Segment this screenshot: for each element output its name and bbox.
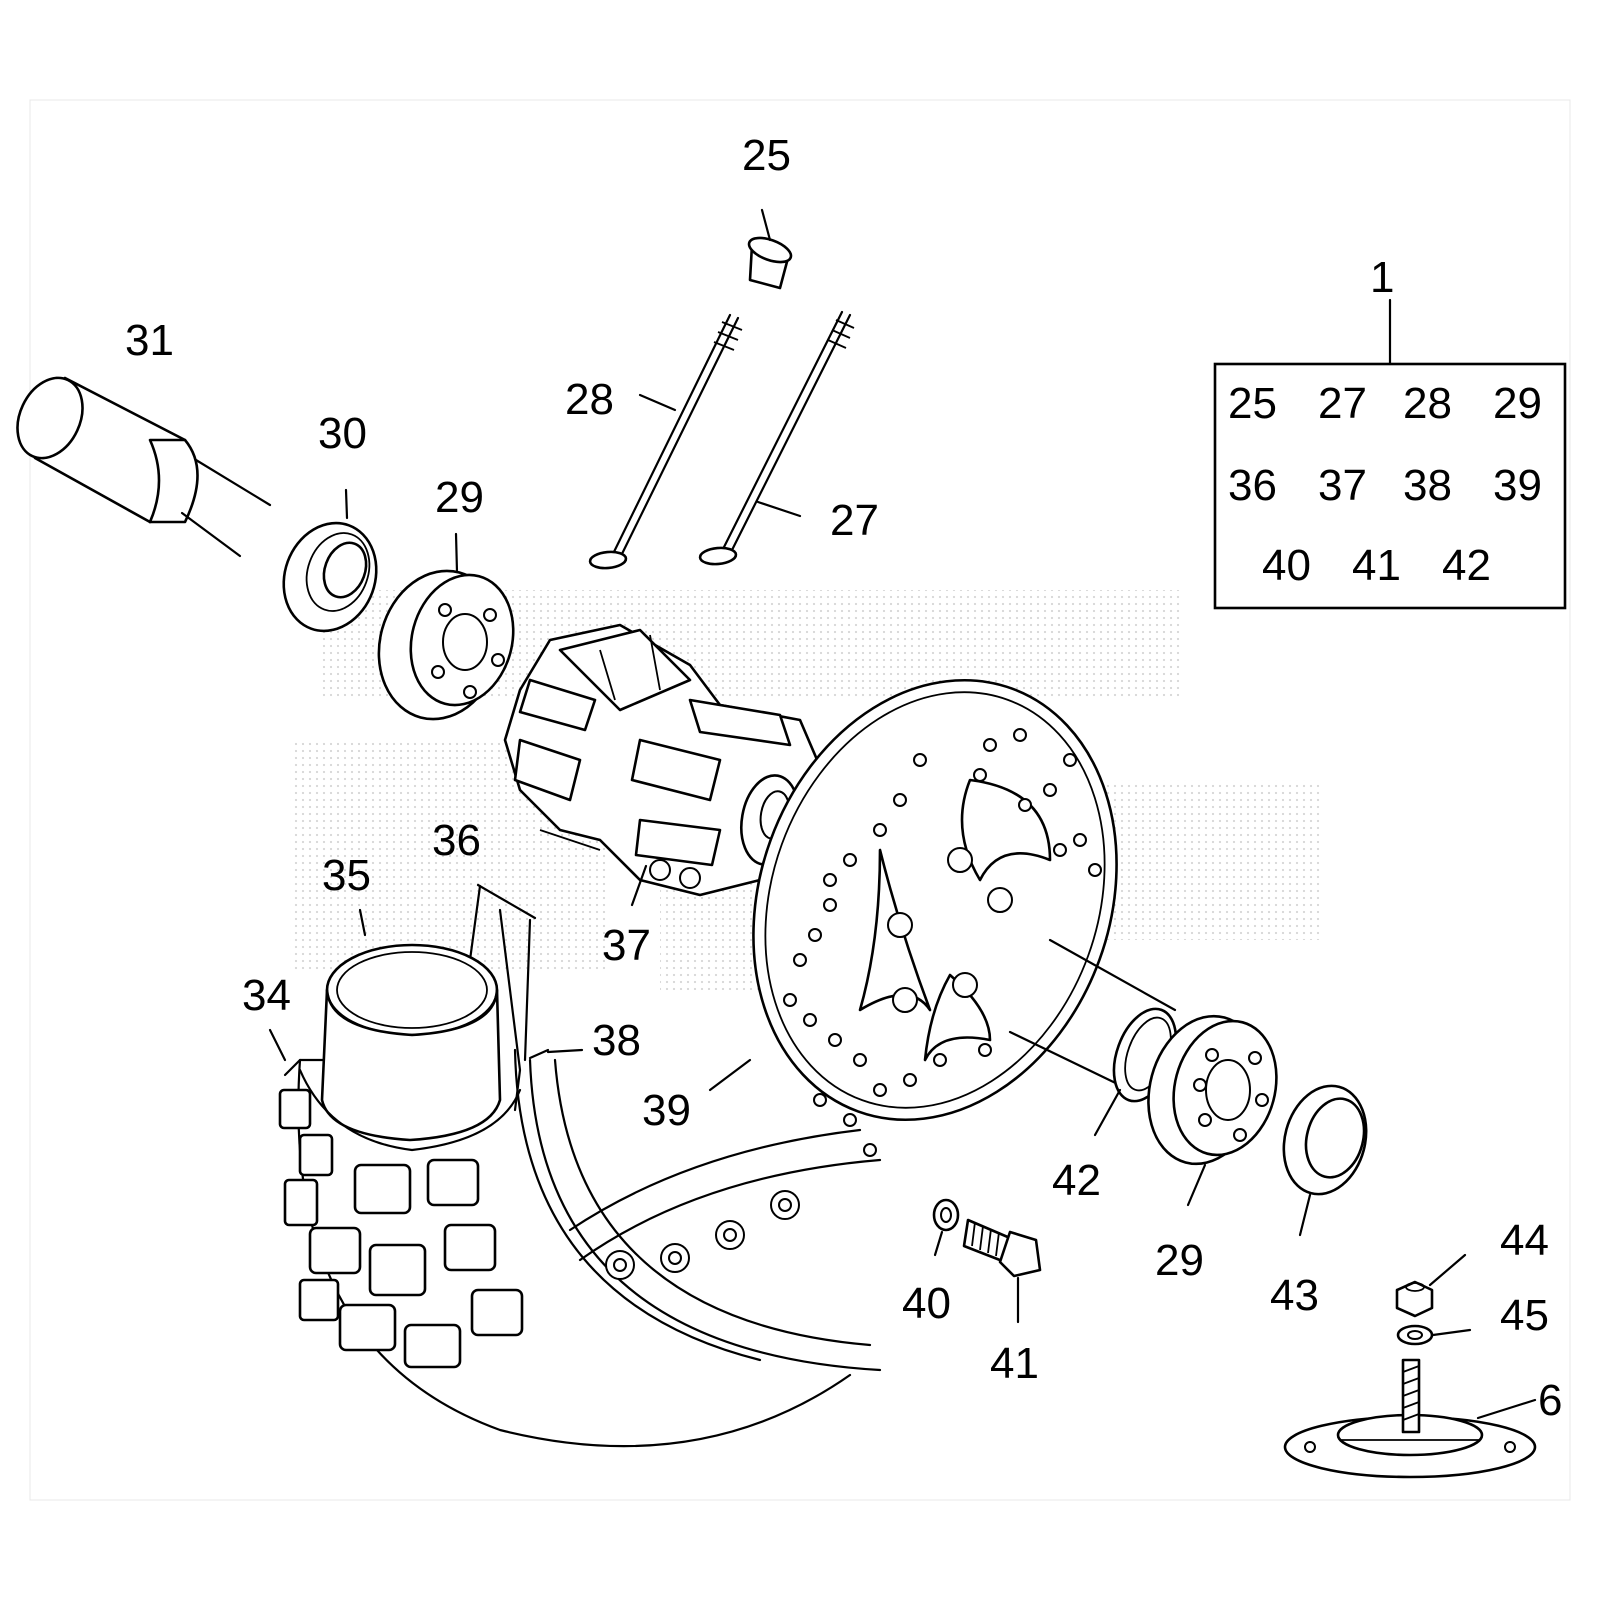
callout-34: 34 [242, 971, 291, 1020]
callout-45: 45 [1500, 1291, 1549, 1340]
kit-box-item: 27 [1318, 379, 1367, 428]
axle-tube-part [16, 376, 272, 558]
callout-37: 37 [602, 921, 651, 970]
callout-41: 41 [990, 1339, 1039, 1388]
washer-45-part [1396, 1324, 1472, 1346]
spoke-28-part [588, 313, 743, 570]
callout-27: 27 [830, 496, 879, 545]
brake-disc-39-part [708, 678, 1118, 1157]
kit-box-item: 42 [1442, 541, 1491, 590]
callout-30: 30 [318, 409, 367, 458]
valve-25-part [747, 208, 793, 290]
tire-34-part [268, 1028, 852, 1448]
bearing-29-upper-part [377, 532, 515, 721]
callout-44: 44 [1500, 1216, 1549, 1265]
kit-box-item: 38 [1403, 461, 1452, 510]
washer-40-part [932, 1198, 960, 1257]
callout-38: 38 [592, 1016, 641, 1065]
kit-box-item: 28 [1403, 379, 1452, 428]
callout-39: 39 [642, 1086, 691, 1135]
wheel-rim-38-part [528, 1048, 882, 1372]
kit-box-item: 39 [1493, 461, 1542, 510]
callout-6: 6 [1538, 1376, 1562, 1425]
tire-tread-blocks [278, 1088, 524, 1369]
inner-tube-35-part [298, 908, 522, 1152]
kit-box-item: 25 [1228, 379, 1277, 428]
kit-box-item: 36 [1228, 461, 1277, 510]
nut-44-part [1395, 1253, 1467, 1318]
callout-29-upper: 29 [435, 473, 484, 522]
callout-1: 1 [1370, 253, 1394, 302]
kit-box-item: 37 [1318, 461, 1367, 510]
kit-box-item: 40 [1262, 541, 1311, 590]
callout-36: 36 [432, 816, 481, 865]
callout-40: 40 [902, 1279, 951, 1328]
disc-vent-holes [783, 728, 1102, 1157]
callout-31: 31 [125, 316, 174, 365]
callout-28: 28 [565, 375, 614, 424]
kit-box-item: 41 [1352, 541, 1401, 590]
callout-35: 35 [322, 851, 371, 900]
callout-29-lower: 29 [1155, 1236, 1204, 1285]
kit-box-item: 29 [1493, 379, 1542, 428]
callout-labels: 25 1 31 30 29 28 27 36 35 37 34 38 39 42… [125, 131, 1562, 1425]
caliper-37-part [503, 623, 833, 907]
rim-lock-6-part [1283, 1358, 1537, 1479]
bolt-41-part [962, 1218, 1042, 1324]
seal-30-part [282, 488, 378, 633]
callout-42: 42 [1052, 1156, 1101, 1205]
bearing-29-lower-part [1147, 1014, 1278, 1207]
seal-43-part [1282, 1084, 1368, 1237]
callout-25: 25 [742, 131, 791, 180]
spoke-27-part [698, 310, 855, 566]
callout-43: 43 [1270, 1271, 1319, 1320]
kit-contents-box: 25 27 28 29 36 37 38 39 40 41 42 [1213, 298, 1567, 610]
